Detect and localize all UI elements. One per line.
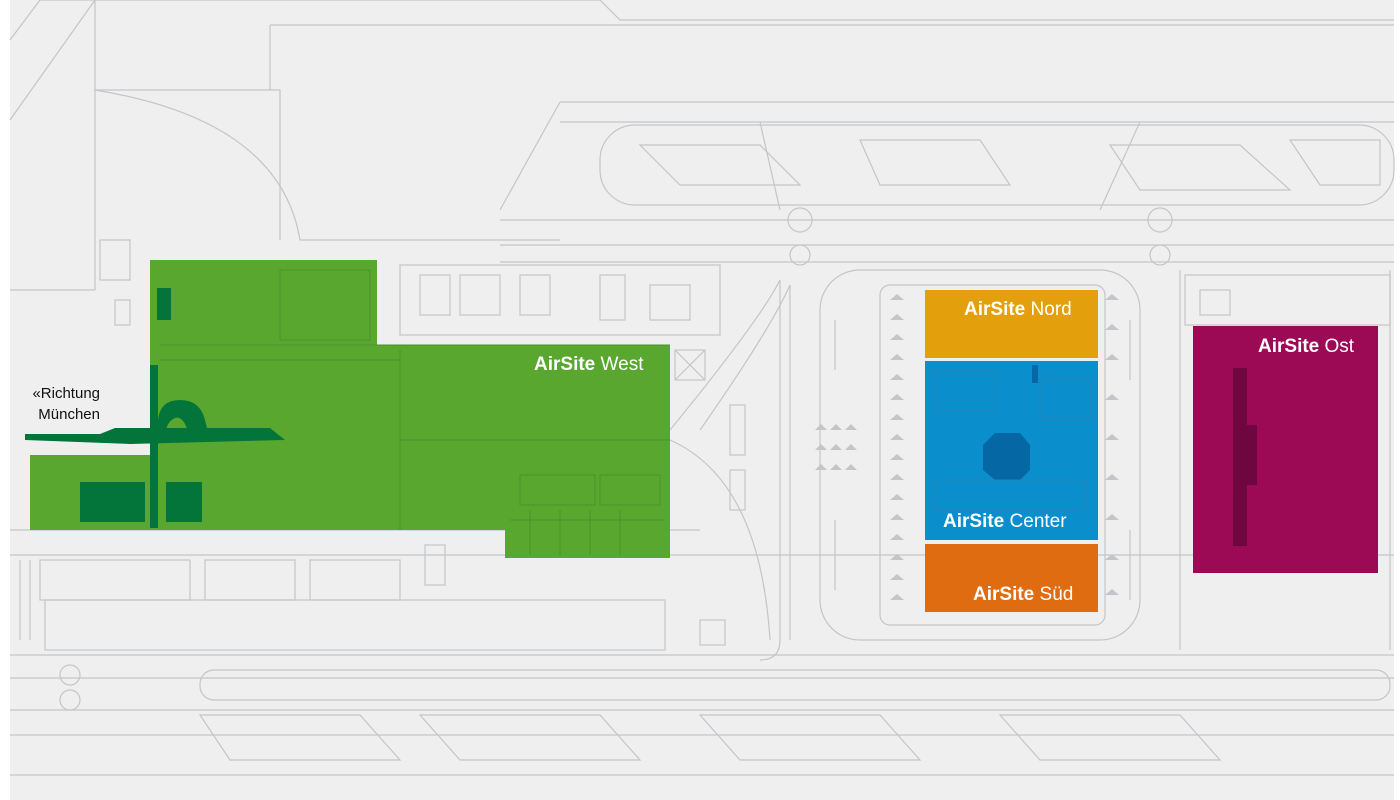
zone-center-label: AirSite Center (943, 511, 1067, 533)
zone-nord-shape (925, 290, 1098, 358)
zone-nord-label: AirSite Nord (964, 299, 1072, 321)
direction-line1: Richtung (40, 385, 100, 402)
zone-center-name: Center (1009, 511, 1067, 532)
zone-ost-shape (1193, 326, 1378, 573)
zone-ost-label: AirSite Ost (1258, 336, 1354, 358)
aircraft-stands (815, 294, 1119, 600)
zone-ost-area (1193, 326, 1378, 573)
direction-label: «Richtung München (14, 383, 100, 425)
zone-west-label: AirSite West (534, 354, 643, 376)
zone-west-linework (160, 269, 670, 555)
zone-sued-shape (925, 544, 1098, 612)
direction-line2: München (38, 406, 100, 423)
zone-nord-name: Nord (1030, 299, 1072, 320)
zone-center-building (983, 433, 1030, 480)
zone-sued-brand: AirSite (973, 584, 1035, 605)
zone-center-area (925, 361, 1098, 540)
zone-west-area (25, 260, 670, 558)
zone-west-brand: AirSite (534, 354, 596, 375)
zone-nord-brand: AirSite (964, 299, 1026, 320)
zone-sued-label: AirSite Süd (973, 584, 1073, 606)
zone-ost-building (1233, 368, 1247, 546)
zone-west-name: West (600, 354, 644, 375)
zone-sued-name: Süd (1039, 584, 1074, 605)
zone-ost-name: Ost (1324, 336, 1355, 357)
direction-arrow: « (32, 385, 41, 402)
zone-west-dark-parts (25, 288, 285, 528)
zone-ost-brand: AirSite (1258, 336, 1320, 357)
zone-center-brand: AirSite (943, 511, 1005, 532)
